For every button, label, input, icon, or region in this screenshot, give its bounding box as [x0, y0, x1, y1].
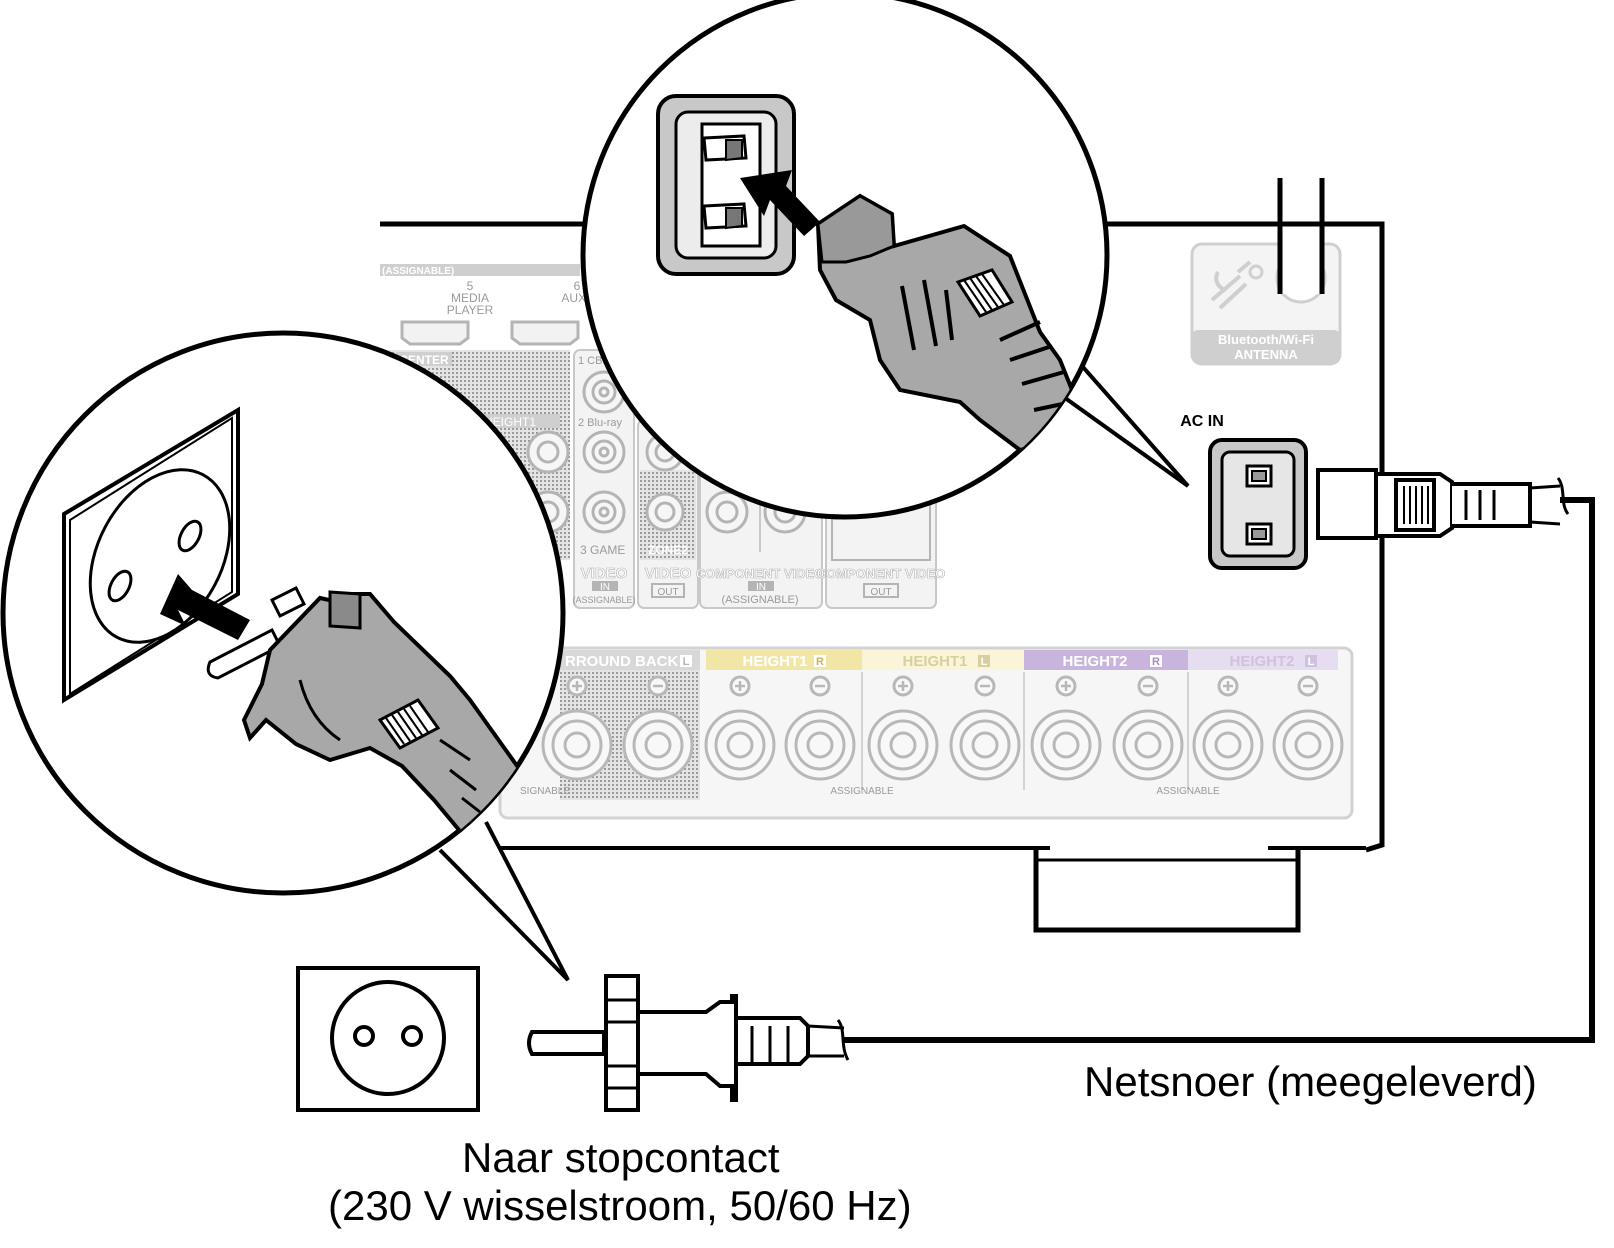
surround-back-letter: L: [683, 656, 690, 668]
input-2-label: 2 Blu-ray: [578, 417, 623, 429]
receiver-rear-panel: (ASSIGNABLE) 5 MEDIA PLAYER 6 AUX2 CENTE…: [380, 178, 1561, 933]
video-in-assignable: (ASSIGNABLE): [572, 595, 635, 605]
height2-r-header: [1024, 650, 1188, 670]
height1-l-letter: L: [981, 656, 988, 668]
hdmi-6-number: 6: [574, 279, 581, 293]
insert-arrow-icon: [160, 574, 250, 640]
hdmi-port-6: [510, 320, 580, 346]
video-in-label: VIDEO: [581, 565, 628, 582]
height1-l-label: HEIGHT1: [902, 653, 967, 670]
antenna-connector-icon: [1210, 260, 1252, 310]
assignable-label-a: ASSIGNABLE: [830, 786, 894, 797]
insert-arrow-icon-top: [740, 170, 820, 236]
outlet-caption-line1: Naar stopcontact: [462, 1134, 780, 1181]
zone2-label: ZONE2: [648, 543, 688, 557]
height2-l-letter: L: [1308, 656, 1315, 668]
height1-r-letter: R: [816, 656, 824, 668]
hdmi-assignable-label: (ASSIGNABLE): [382, 266, 454, 277]
height1-r-label: HEIGHT1: [742, 653, 807, 670]
power-cord-caption: Netsnoer (meegeleverd): [1084, 1058, 1537, 1105]
rca-jacks-video-out: [645, 432, 685, 532]
hdmi-5-label-line1: MEDIA: [451, 291, 489, 305]
height2-l-label: HEIGHT2: [1229, 653, 1294, 670]
component-in-label: COMPONENT VIDEO: [696, 566, 825, 581]
video-out-label: VIDEO: [645, 565, 692, 582]
antenna: Bluetooth/Wi-Fi ANTENNA: [1190, 178, 1342, 366]
ac-in-label: AC IN: [1180, 413, 1224, 430]
component-out-label: COMPONENT VIDEO: [817, 566, 946, 581]
component-in-sub: IN: [756, 582, 766, 593]
wall-socket-callout: [0, 330, 570, 982]
video-in-sub: IN: [600, 582, 610, 593]
wall-outlet-icon: [296, 966, 480, 1112]
hdmi-5-number: 5: [467, 279, 474, 293]
height2-r-label: HEIGHT2: [1062, 653, 1127, 670]
euro-plug: [527, 974, 845, 1112]
hdmi-port-5: [400, 320, 470, 346]
assignable-label-c: SIGNABLE: [520, 786, 570, 797]
binding-posts: [541, 675, 1344, 781]
ac-in-callout: [580, 0, 1190, 520]
receiver-foot: [1033, 848, 1301, 933]
antenna-label-line2: ANTENNA: [1234, 347, 1298, 362]
component-in-assignable: (ASSIGNABLE): [721, 594, 798, 606]
ac-in-socket: [1208, 438, 1308, 570]
height2-l-header: [1188, 650, 1338, 670]
assignable-label-b: ASSIGNABLE: [1156, 786, 1220, 797]
surround-back-label: RROUND BACK: [565, 653, 678, 670]
component-out-sub: OUT: [870, 587, 891, 598]
height2-r-letter: R: [1152, 656, 1160, 668]
power-cord: [844, 497, 1595, 1043]
hdmi-5-label-line2: PLAYER: [447, 303, 494, 317]
video-out-sub: OUT: [657, 587, 678, 598]
rca-jacks-video-in: [582, 370, 626, 534]
iec-plug-inserted: [1316, 468, 1561, 540]
surround-back-header: [560, 650, 700, 670]
input-3-label: 3 GAME: [580, 543, 625, 557]
antenna-label-line1: Bluetooth/Wi-Fi: [1218, 332, 1314, 347]
height1-l-small-label: HEIGHT1: [484, 415, 536, 429]
outlet-caption-line2: (230 V wisselstroom, 50/60 Hz): [328, 1182, 912, 1229]
